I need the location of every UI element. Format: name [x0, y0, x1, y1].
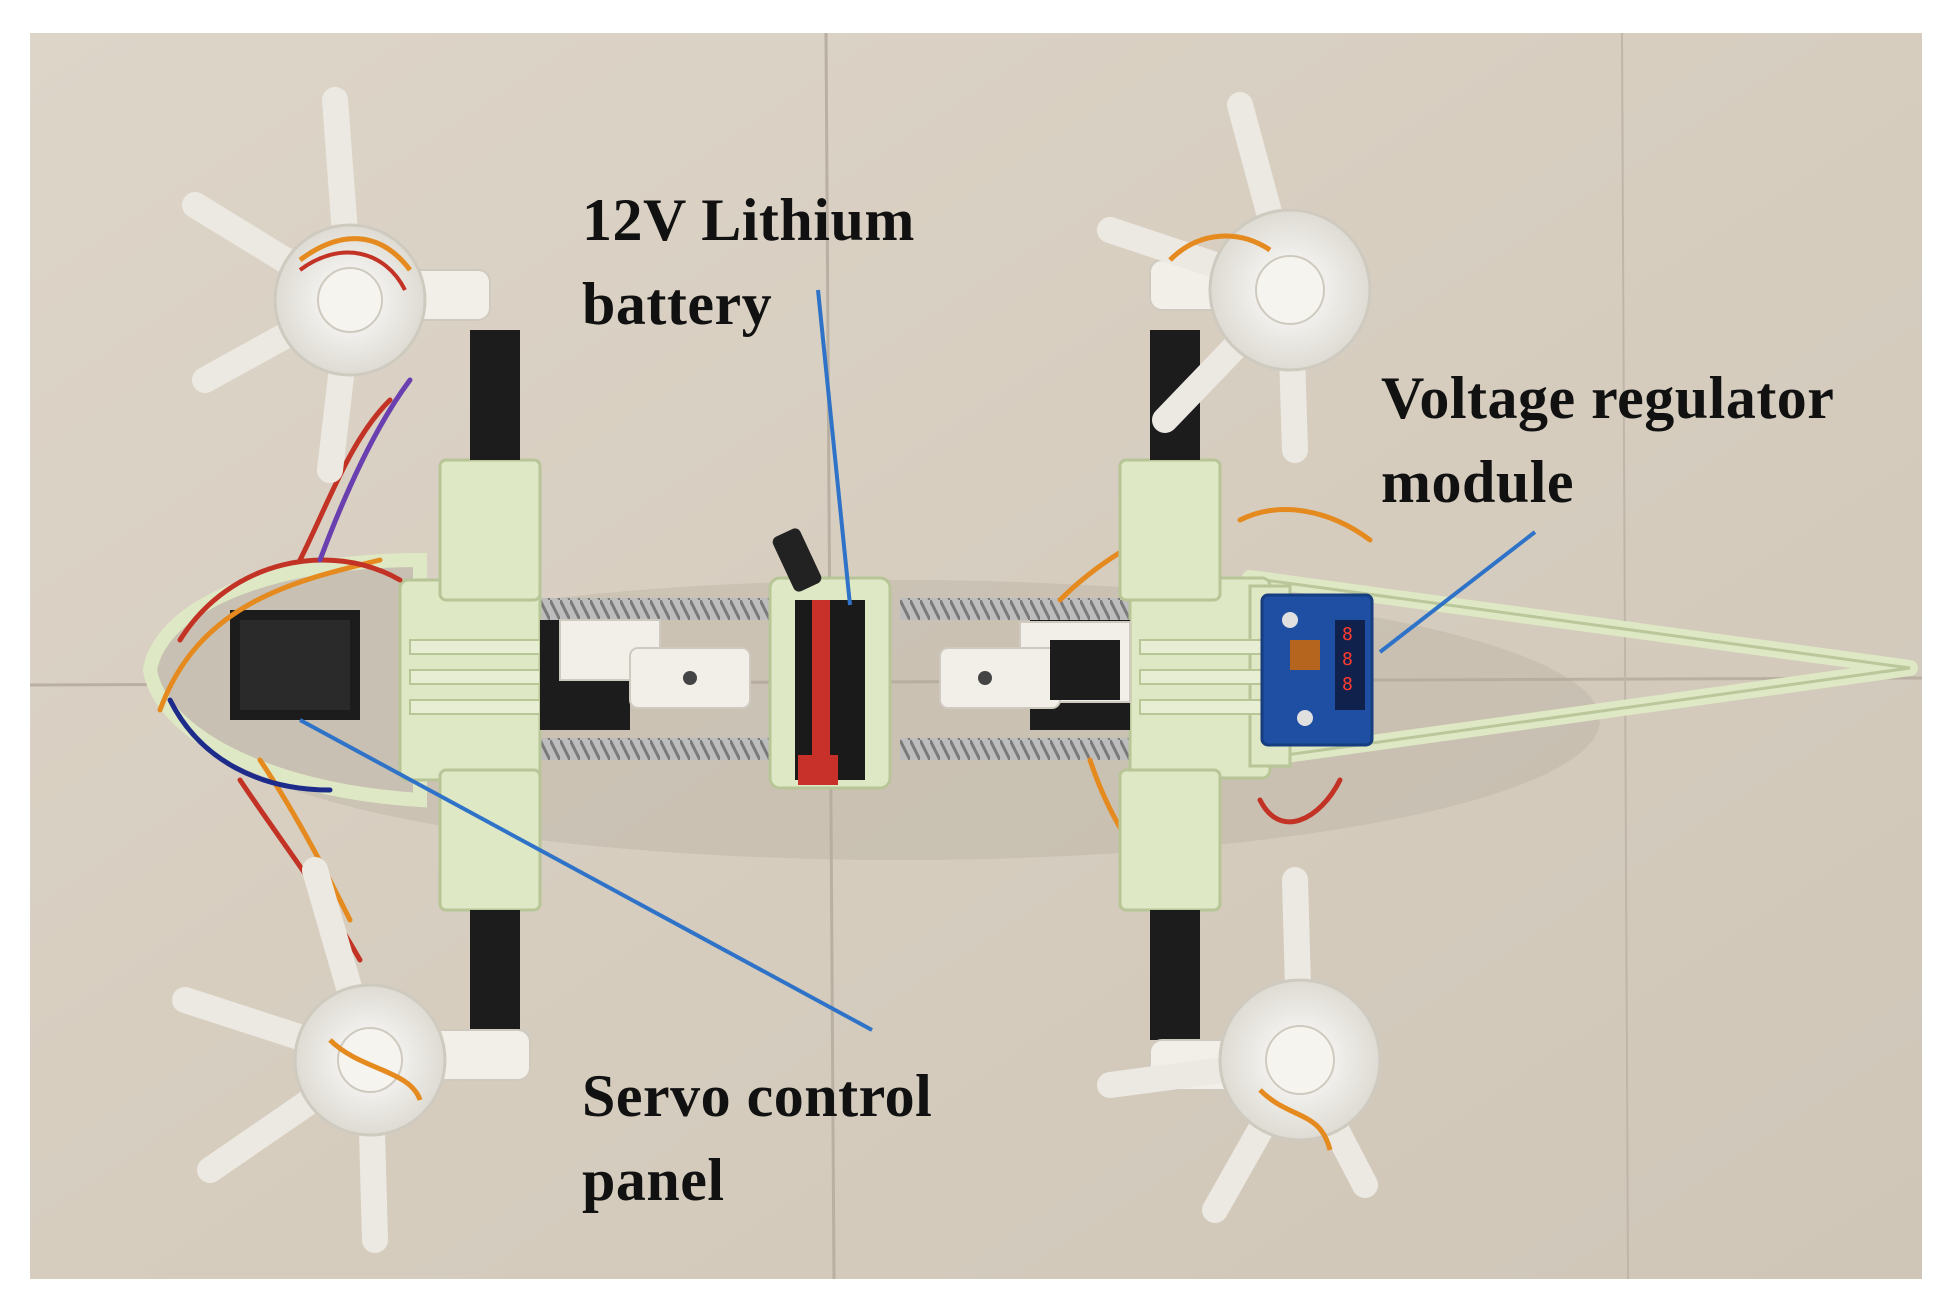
foot-rear-right: [1097, 867, 1382, 1223]
spine-spring: [900, 598, 1140, 620]
label-servo-line2: panel: [582, 1147, 725, 1213]
spine-spring: [900, 738, 1140, 760]
spine-servo: [939, 620, 1131, 730]
tile-seam: [1621, 32, 1629, 1280]
label-regulator-line2: module: [1381, 449, 1575, 515]
foot-front-left: [182, 87, 427, 483]
battery: [772, 528, 865, 785]
foot-front-right: [1097, 92, 1372, 463]
callout-line-servo: [299, 718, 873, 1032]
servo-control-panel: [230, 610, 360, 720]
spine-spring: [520, 598, 780, 620]
spine-servo: [540, 619, 751, 730]
svg-text:8: 8: [1342, 674, 1353, 695]
label-servo-line1: Servo control: [582, 1063, 933, 1129]
label-regulator-line1: Voltage regulator: [1381, 365, 1835, 431]
label-regulator: Voltage regulator module: [1381, 356, 1834, 524]
svg-text:8: 8: [1342, 649, 1353, 670]
voltage-regulator: 8 8 8: [1260, 593, 1374, 747]
spine-spring: [520, 738, 780, 760]
foot-rear-left: [172, 857, 447, 1253]
label-battery: 12V Lithium battery: [582, 178, 915, 346]
callout-line-regulator: [1378, 530, 1537, 654]
svg-text:8: 8: [1342, 624, 1353, 645]
leg-servo: [470, 330, 1200, 1040]
label-battery-line2: battery: [582, 271, 773, 337]
label-battery-line1: 12V Lithium: [582, 187, 915, 253]
hip-frame: [438, 458, 1222, 912]
callout-line-battery: [816, 289, 852, 606]
label-servo: Servo control panel: [582, 1054, 932, 1222]
